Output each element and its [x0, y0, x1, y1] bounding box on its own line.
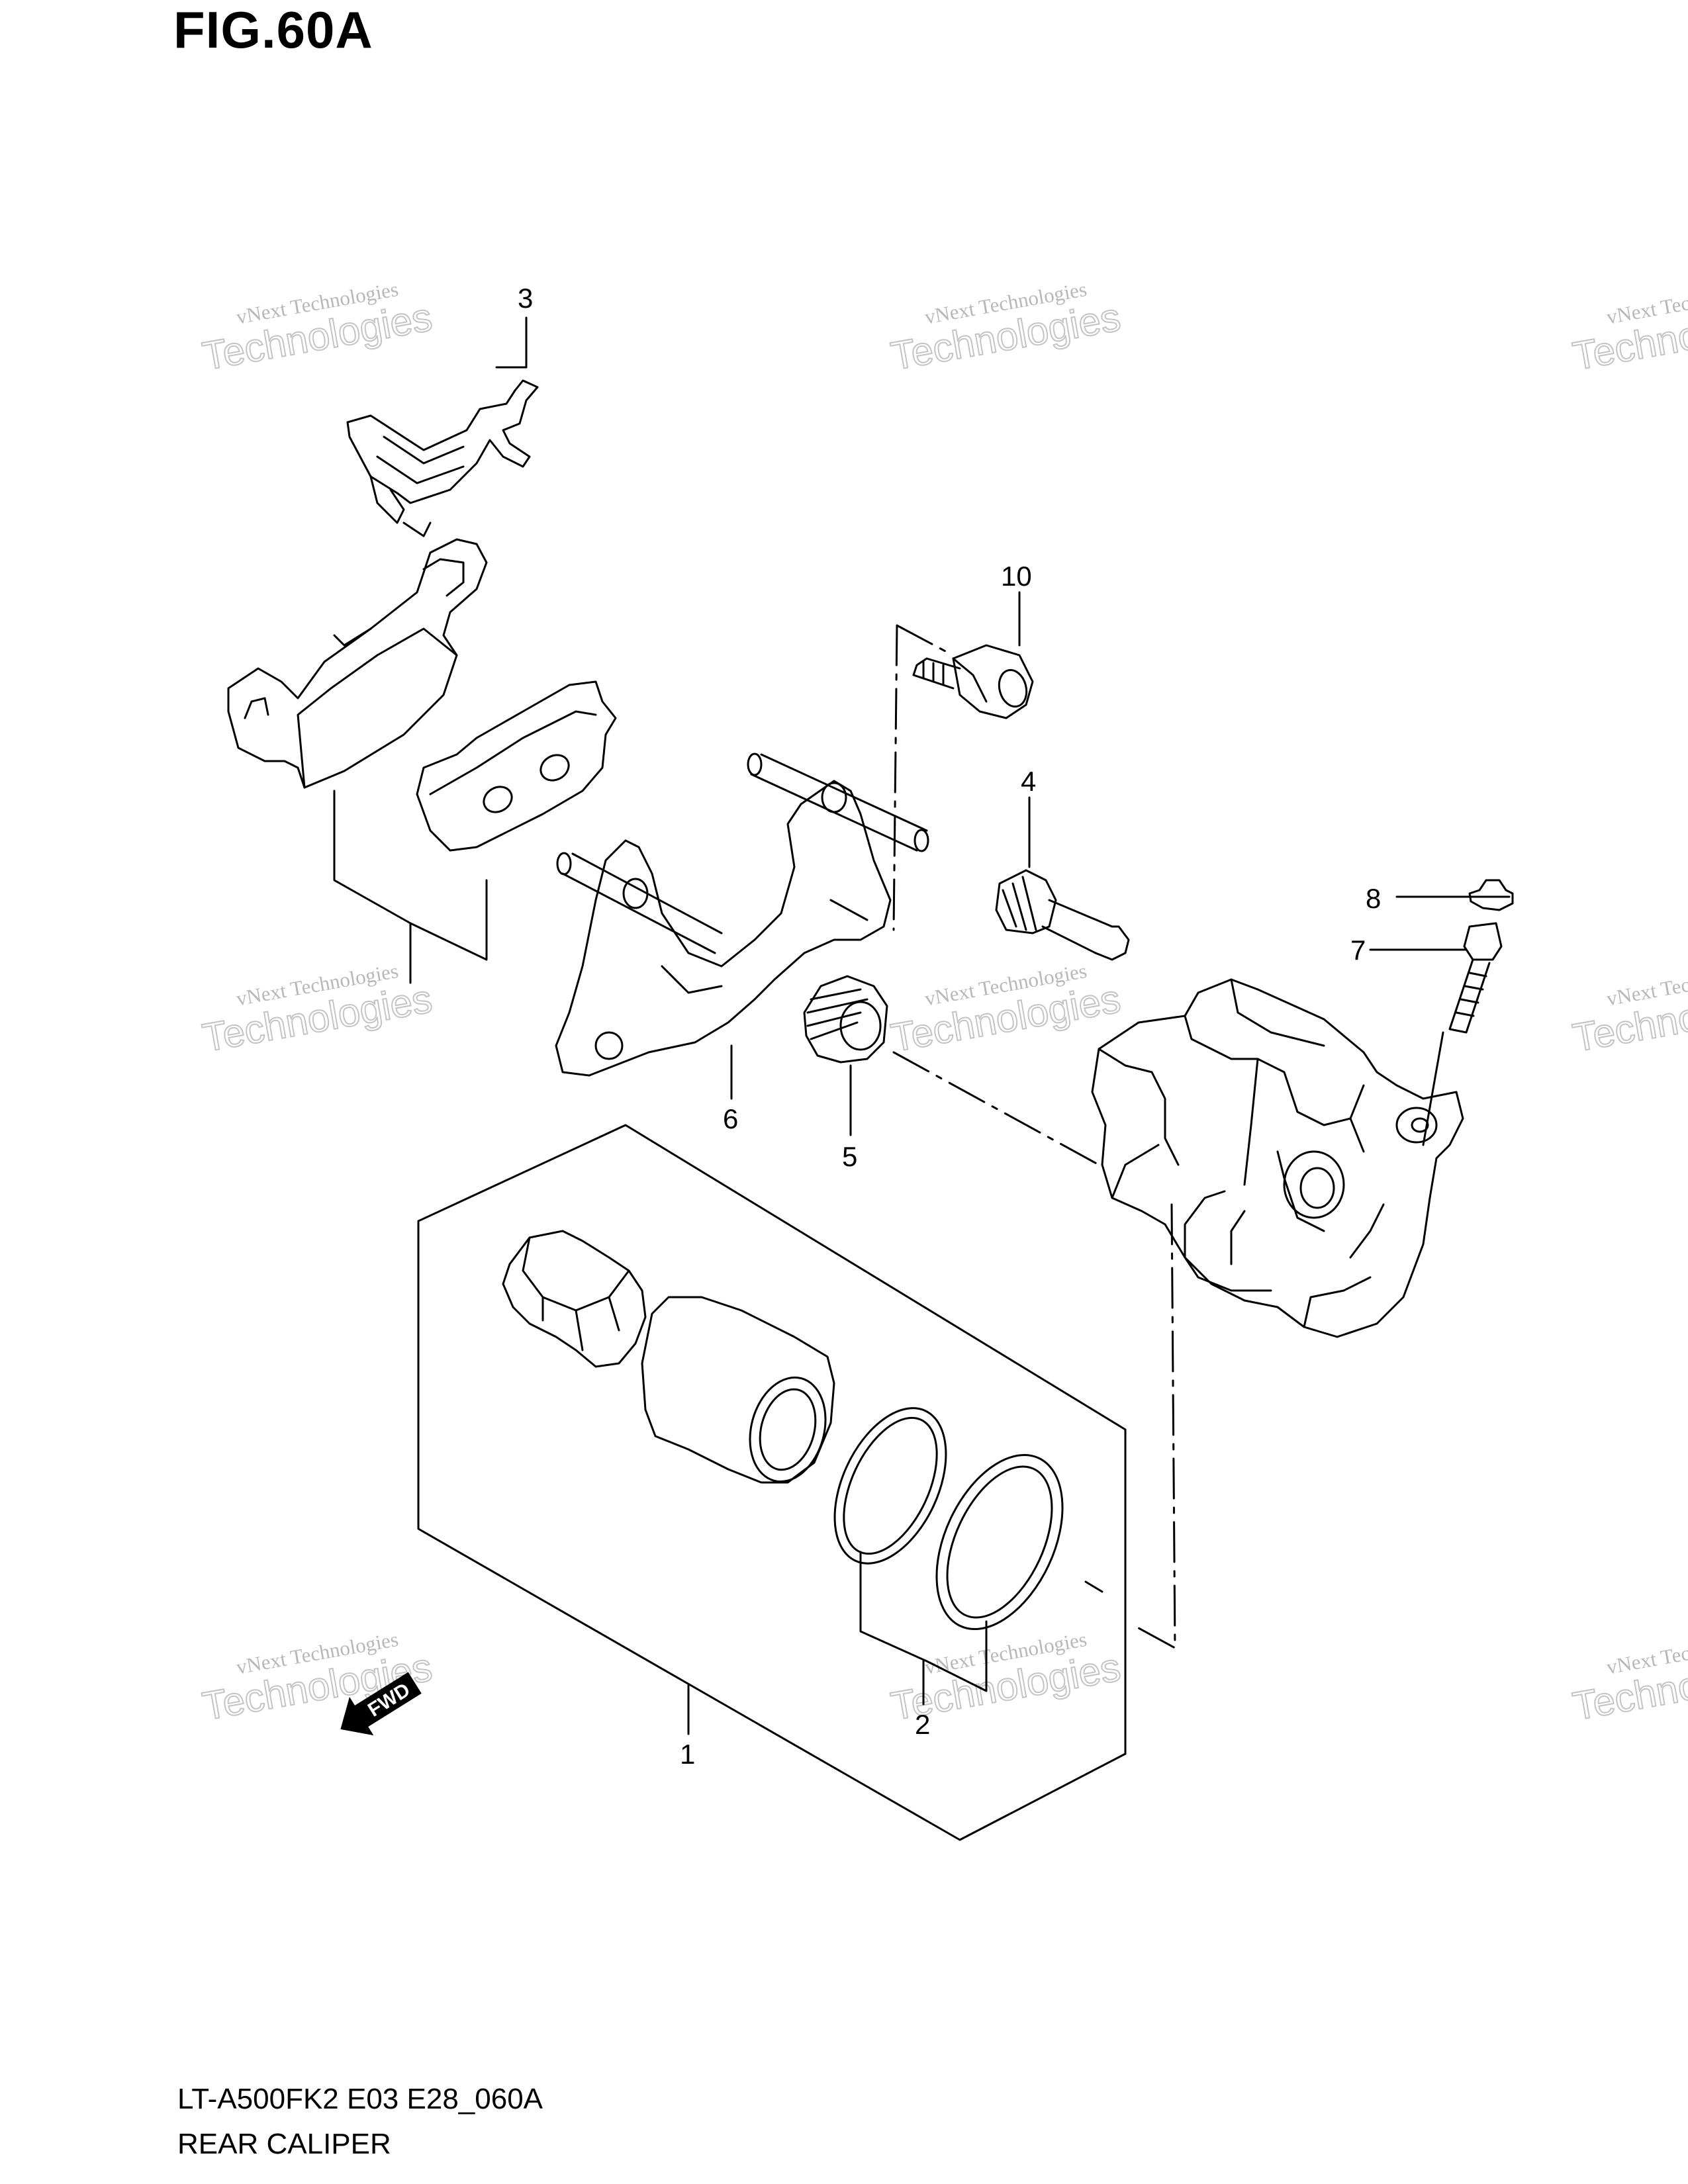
piston-seal-cup — [502, 1230, 647, 1368]
leader-part-2 — [859, 1551, 988, 1706]
callout-6: 6 — [723, 1103, 738, 1134]
callout-1: 1 — [680, 1739, 695, 1770]
callout-8: 8 — [1366, 883, 1381, 914]
slide-pin-part-4 — [995, 869, 1130, 961]
leader-pads — [333, 790, 488, 984]
callout-7: 7 — [1350, 934, 1366, 966]
reference-line-caliper — [1137, 1203, 1176, 1649]
bleeder-screw-part-7 — [1448, 922, 1503, 1034]
callout-2: 2 — [915, 1709, 930, 1740]
caliper-bracket-part-6 — [555, 752, 929, 1077]
diagram-code: LT-A500FK2 E03 E28_060A — [177, 2083, 543, 2115]
brake-pad-outer — [227, 538, 488, 789]
pad-spring-part-3 — [346, 316, 539, 537]
reference-line-seals — [1084, 1580, 1103, 1593]
callout-4: 4 — [1021, 766, 1036, 797]
piston-seal-ring-a — [833, 1407, 947, 1565]
bleeder-cap-part-8 — [1468, 879, 1514, 911]
callout-5: 5 — [842, 1141, 857, 1172]
reference-line-10 — [892, 624, 948, 931]
callout-10: 10 — [1001, 561, 1032, 592]
reference-line-7 — [1422, 1031, 1444, 1146]
callout-3: 3 — [518, 283, 533, 314]
bolt-part-10 — [912, 644, 1034, 719]
boot-part-5 — [803, 975, 888, 1064]
caliper-body — [1091, 978, 1464, 1338]
callout-labels: 3 10 4 8 7 6 5 1 2 — [518, 283, 1381, 1770]
kit-outline-part-1 — [417, 1124, 1127, 1841]
diagram-name: REAR CALIPER — [177, 2128, 391, 2160]
reference-line-5 — [892, 1051, 1100, 1166]
caliper-piston — [641, 1296, 835, 1484]
piston-seal-ring-b — [935, 1453, 1064, 1631]
figure-title: FIG.60A — [173, 1, 373, 59]
brake-pad-inner — [416, 680, 617, 852]
